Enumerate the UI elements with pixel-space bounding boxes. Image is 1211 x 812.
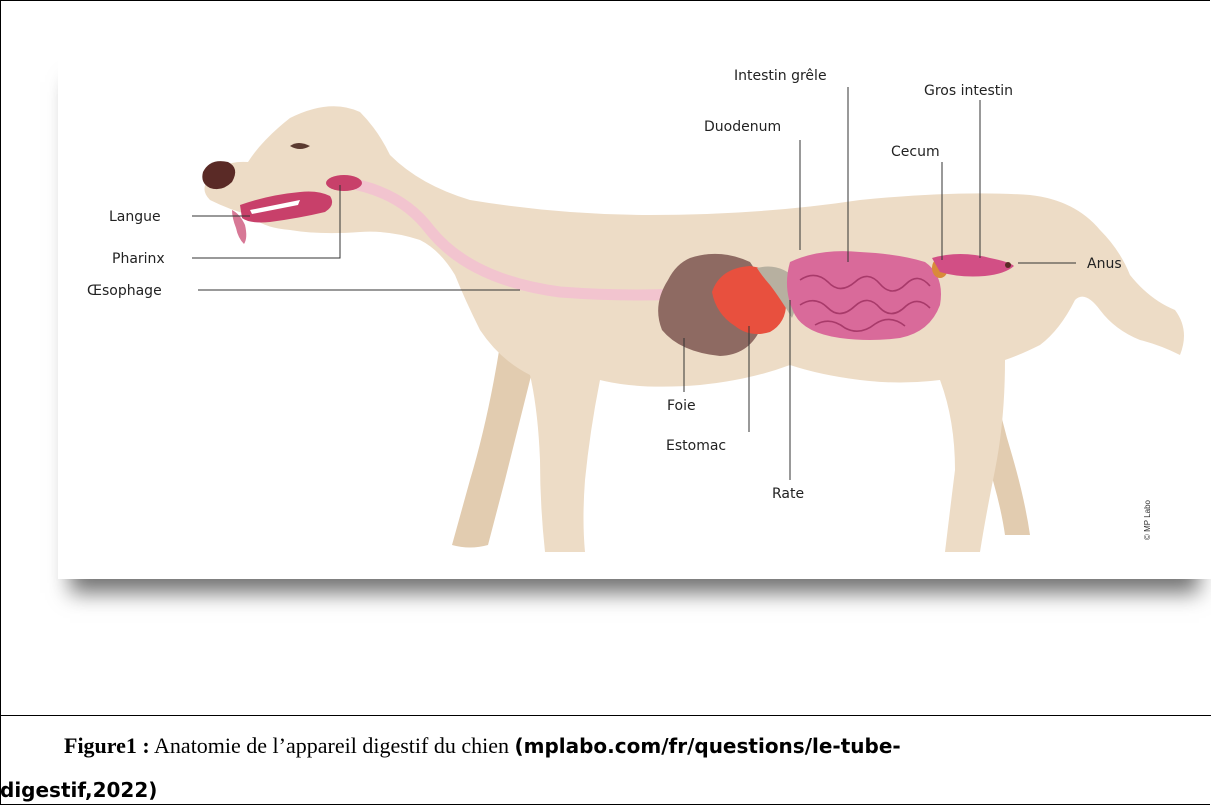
caption-line-1: Figure1 : Anatomie de l’appareil digesti… (0, 724, 1190, 768)
label-langue: Langue (109, 209, 161, 225)
figure-caption: Figure1 : Anatomie de l’appareil digesti… (0, 724, 1190, 812)
anus (1005, 262, 1011, 268)
label-foie: Foie (667, 398, 696, 414)
label-duodenum: Duodenum (704, 119, 781, 135)
caption-source-2: digestif,2022) (0, 778, 157, 802)
caption-source-1: (mplabo.com/fr/questions/le-tube- (514, 734, 900, 758)
figure-label: Figure1 : (64, 733, 150, 758)
label-anus: Anus (1087, 256, 1122, 272)
label-estomac: Estomac (666, 438, 726, 454)
label-pharinx: Pharinx (112, 251, 165, 267)
pharynx (326, 175, 362, 191)
small-intestine (787, 251, 941, 340)
credit-text: © MP Labo (1143, 499, 1152, 540)
label-rate: Rate (772, 486, 804, 502)
label-oesophage: Œsophage (87, 283, 162, 299)
label-intestin-grele: Intestin grêle (734, 68, 827, 84)
dog-digestive-diagram: Langue Pharinx Œsophage Intestin grêle G… (0, 0, 1211, 700)
label-cecum: Cecum (891, 144, 940, 160)
caption-divider (0, 715, 1211, 716)
caption-text: Anatomie de l’appareil digestif du chien (150, 733, 515, 758)
label-gros-intestin: Gros intestin (924, 83, 1013, 99)
